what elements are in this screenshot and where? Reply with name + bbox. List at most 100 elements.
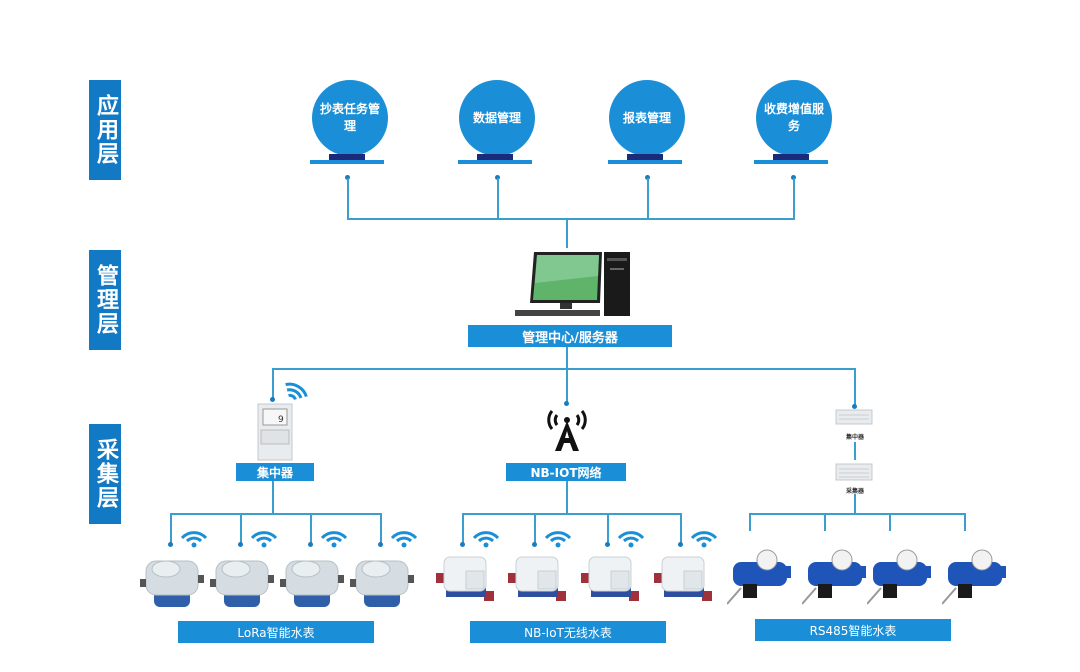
app-base-top xyxy=(477,154,513,160)
nb-iot-network-label[interactable]: NB-IOT网络 xyxy=(506,463,626,481)
app-node-report-management[interactable]: 报表管理 xyxy=(609,80,685,156)
server-label-text: 管理中心/服务器 xyxy=(522,330,618,346)
concentrator-label[interactable]: 集中器 xyxy=(236,463,314,481)
connector-line xyxy=(310,513,312,543)
lora-water-meter-icon xyxy=(140,560,204,607)
wifi-icon xyxy=(472,531,500,548)
app-base xyxy=(754,160,828,164)
desktop-computer-icon xyxy=(515,252,630,316)
connector-line xyxy=(749,513,751,531)
app-base-top xyxy=(627,154,663,160)
rs485-collector-label: 采集器 xyxy=(846,488,865,495)
app-node-label: 收费增值服务 xyxy=(763,102,824,133)
connector-line xyxy=(566,481,568,513)
connector-line xyxy=(566,218,568,248)
connector-line xyxy=(964,513,966,531)
connector-line xyxy=(534,513,536,543)
meter-group-label-text: NB-IoT无线水表 xyxy=(524,625,612,640)
layer-label-text: 管理层 xyxy=(93,264,118,336)
app-base xyxy=(458,160,532,164)
connector-dot xyxy=(605,542,610,547)
wifi-icon xyxy=(180,531,208,548)
connector-dot xyxy=(238,542,243,547)
lora-meter-label[interactable]: LoRa智能水表 xyxy=(178,621,374,643)
rs485-water-meter-icon xyxy=(867,549,931,605)
layer-label-text: 采集层 xyxy=(93,438,118,510)
connector-line xyxy=(680,513,682,543)
connector-line xyxy=(170,513,172,543)
layer-label-collection: 采集层 xyxy=(89,424,121,524)
connector-line xyxy=(272,481,274,513)
connector-line xyxy=(793,178,795,219)
antenna-tower-icon xyxy=(547,410,587,451)
rs485-meter-label[interactable]: RS485智能水表 xyxy=(755,619,951,641)
connector-line xyxy=(272,368,856,370)
connector-dot xyxy=(460,542,465,547)
connector-line xyxy=(272,368,274,398)
connector-line xyxy=(462,513,464,543)
app-node-label: 报表管理 xyxy=(622,110,671,125)
gateway-label-text: 集中器 xyxy=(256,465,293,480)
lora-water-meter-icon xyxy=(280,560,344,607)
connector-line xyxy=(380,513,382,543)
connector-line xyxy=(170,513,382,515)
connector-dot xyxy=(168,542,173,547)
app-node-data-management[interactable]: 数据管理 xyxy=(459,80,535,156)
connector-dot xyxy=(308,542,313,547)
meter-group-label-text: LoRa智能水表 xyxy=(237,625,315,640)
connector-line xyxy=(240,513,242,543)
connector-line xyxy=(566,347,568,369)
wifi-icon xyxy=(617,531,645,548)
connector-dot xyxy=(495,175,500,180)
rs485-collector-icon xyxy=(835,463,873,481)
lora-water-meter-icon xyxy=(350,560,414,607)
connector-line xyxy=(824,513,826,531)
connector-line xyxy=(347,178,349,219)
connector-dot xyxy=(345,175,350,180)
rs485-water-meter-icon xyxy=(802,549,866,605)
wifi-icon xyxy=(285,382,308,401)
connector-line xyxy=(347,218,795,220)
connector-dot xyxy=(852,404,857,409)
connector-line xyxy=(889,513,891,531)
app-node-meter-reading-task[interactable]: 抄表任务管理 xyxy=(312,80,388,156)
connector-dot xyxy=(678,542,683,547)
rs485-water-meter-icon xyxy=(727,549,791,605)
meter-group-label-text: RS485智能水表 xyxy=(809,623,897,638)
wifi-icon xyxy=(390,531,418,548)
nb-iot-meter-label[interactable]: NB-IoT无线水表 xyxy=(470,621,666,643)
wifi-icon xyxy=(320,531,348,548)
connector-line xyxy=(854,368,856,406)
rs485-concentrator-icon xyxy=(835,409,873,425)
connector-line xyxy=(497,178,499,219)
connector-dot xyxy=(378,542,383,547)
connector-line xyxy=(854,442,856,460)
rs485-concentrator-label: 集中器 xyxy=(846,434,865,441)
app-base xyxy=(310,160,384,164)
connector-line xyxy=(607,513,609,543)
app-base-top xyxy=(329,154,365,160)
nb-iot-water-meter-icon xyxy=(654,556,712,601)
svg-text:9: 9 xyxy=(278,415,284,425)
gateway-label-text: NB-IOT网络 xyxy=(530,465,602,480)
connector-line xyxy=(647,178,649,219)
layer-label-application: 应用层 xyxy=(89,80,121,180)
lora-water-meter-icon xyxy=(210,560,274,607)
layer-label-management: 管理层 xyxy=(89,250,121,350)
nb-iot-water-meter-icon xyxy=(436,556,494,601)
connector-dot xyxy=(532,542,537,547)
wifi-icon xyxy=(544,531,572,548)
connector-dot xyxy=(270,397,275,402)
server-label[interactable]: 管理中心/服务器 xyxy=(468,325,672,347)
nb-iot-water-meter-icon xyxy=(508,556,566,601)
connector-dot xyxy=(564,401,569,406)
connector-line xyxy=(854,494,856,513)
wifi-icon xyxy=(690,531,718,548)
app-node-billing-service[interactable]: 收费增值服务 xyxy=(756,80,832,156)
connector-line xyxy=(749,513,966,515)
connector-line xyxy=(566,368,568,402)
rs485-water-meter-icon xyxy=(942,549,1006,605)
app-node-label: 抄表任务管理 xyxy=(319,102,380,133)
connector-dot xyxy=(645,175,650,180)
connector-line xyxy=(462,513,682,515)
